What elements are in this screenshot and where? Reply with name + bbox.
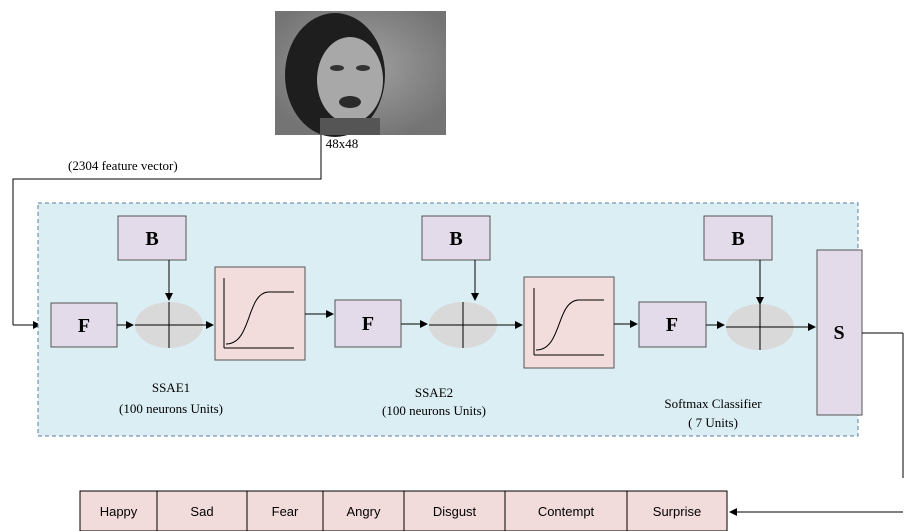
feature-vector-label: (2304 feature vector) <box>68 158 178 173</box>
stage-2-units: (100 neurons Units) <box>382 403 486 418</box>
class-cell <box>626 490 728 531</box>
b-block-2-label: B <box>449 228 462 250</box>
class-cell <box>79 490 158 531</box>
class-cell <box>504 490 628 531</box>
class-label-disgust: Disgust <box>433 504 477 519</box>
b-block-3 <box>703 215 773 261</box>
stage-3: F B S Softmax Classifier ( 7 Units) <box>638 215 863 430</box>
class-labels-row: Happy Sad Fear Angry Disgust Contempt Surprise <box>79 490 728 531</box>
b-block-1 <box>117 215 187 261</box>
s-block-label: S <box>833 322 844 344</box>
feature-vector-connector <box>12 135 322 329</box>
stage-3-name: Softmax Classifier <box>664 396 762 411</box>
stage-2-name: SSAE2 <box>415 385 453 400</box>
sigmoid-block-2 <box>523 276 615 369</box>
image-size-label: 48x48 <box>326 136 359 151</box>
stage-1-name: SSAE1 <box>152 380 190 395</box>
b-block-2 <box>421 215 491 261</box>
f-block-3-label: F <box>666 314 678 336</box>
class-label-surprise: Surprise <box>653 504 701 519</box>
stage-2: F B SSAE2 (100 neurons Units) <box>334 215 638 418</box>
f-block-1 <box>50 302 118 348</box>
b-block-3-label: B <box>731 228 744 250</box>
sigmoid-block-1 <box>214 266 306 361</box>
class-label-angry: Angry <box>347 504 381 519</box>
class-label-happy: Happy <box>100 504 138 519</box>
class-label-contempt: Contempt <box>538 504 595 519</box>
stage-1-units: (100 neurons Units) <box>119 401 223 416</box>
class-label-fear: Fear <box>272 504 299 519</box>
f-block-3 <box>638 301 707 348</box>
class-cell <box>156 490 248 531</box>
b-block-1-label: B <box>145 228 158 250</box>
sigmoid-icon <box>533 288 604 356</box>
stage-3-units: ( 7 Units) <box>688 415 738 430</box>
f-block-2-label: F <box>362 313 374 335</box>
f-block-1-label: F <box>78 315 90 337</box>
input-face-image <box>275 11 446 137</box>
output-connector <box>729 332 904 516</box>
class-cell <box>246 490 324 531</box>
class-label-sad: Sad <box>190 504 213 519</box>
stage-1: F B SSAE1 (100 neurons Units) <box>50 215 334 416</box>
sigmoid-icon <box>223 278 294 349</box>
